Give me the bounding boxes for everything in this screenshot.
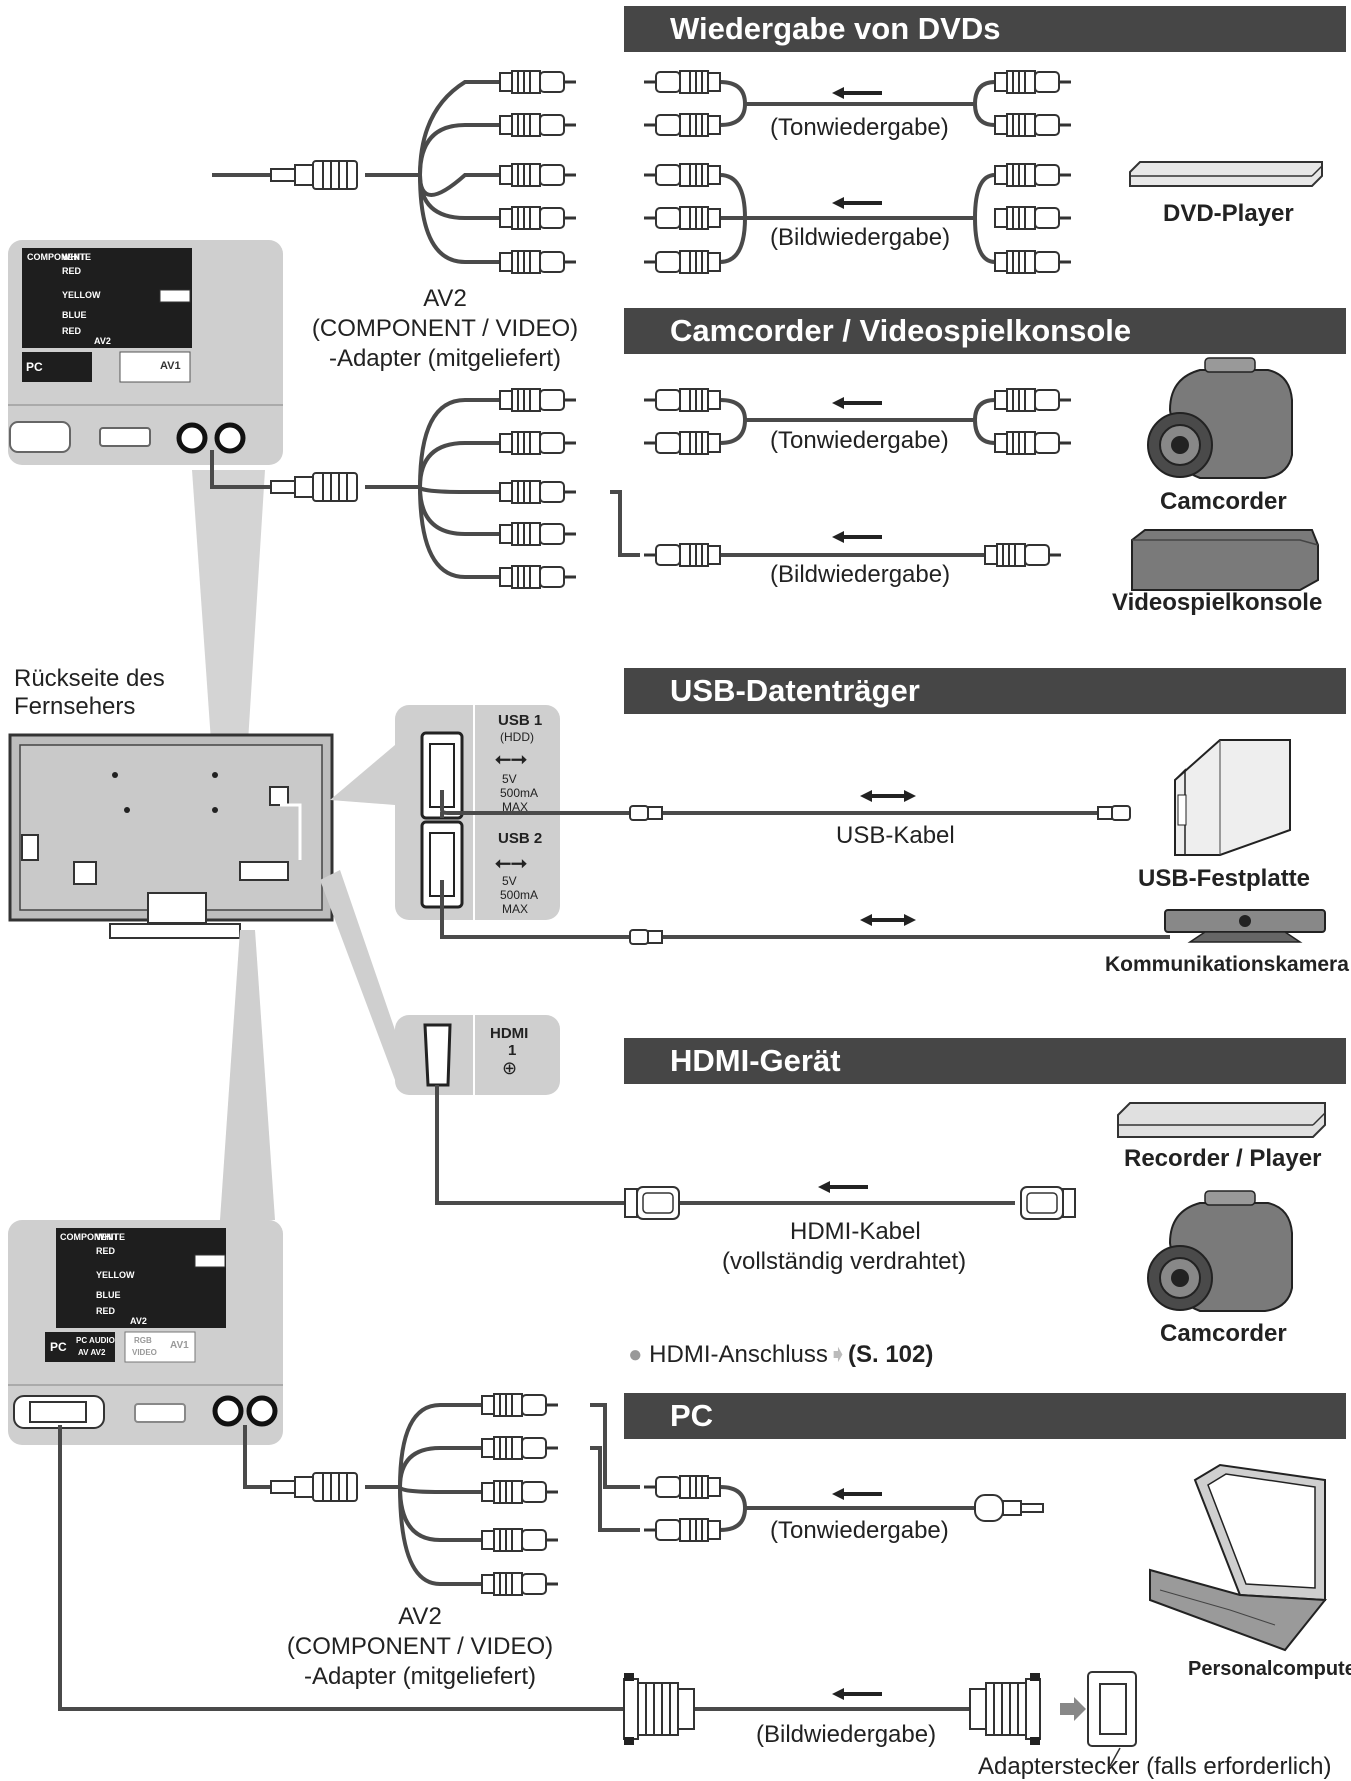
usb-symbol-icon-1: ⭠⭢	[495, 748, 527, 770]
panel-bottom-component: COMPONENT	[60, 1232, 119, 1242]
usb1-power: 5V	[502, 772, 517, 786]
panel-top-pc: PC	[26, 360, 43, 374]
device-pc: Personalcomputer	[1188, 1658, 1351, 1680]
panel-bottom-yellow: YELLOW	[96, 1270, 135, 1280]
usb1-sub-label: (HDD)	[500, 730, 534, 744]
av2-line1: AV2	[423, 285, 467, 312]
label-adapter-plug: Adapterstecker (falls erforderlich)	[978, 1753, 1332, 1780]
av2-line2: (COMPONENT / VIDEO)	[311, 315, 579, 342]
panel-bottom-av2: AV2	[130, 1316, 147, 1326]
av2-adapter-label-bottom: AV2 (COMPONENT / VIDEO) -Adapter (mitgel…	[275, 1602, 565, 1692]
camcorder-2-image	[1147, 1190, 1293, 1312]
device-game-console: Videospielkonsole	[1112, 589, 1323, 616]
usb-symbol-icon-2: ⭠⭢	[495, 852, 527, 874]
label-video-pc: (Bildwiedergabe)	[756, 1721, 937, 1748]
device-usb-hdd: USB-Festplatte	[1138, 865, 1311, 892]
av2-line1-b: AV2	[398, 1603, 442, 1630]
hdmi-ref-text: HDMI-Anschluss	[649, 1341, 828, 1368]
label-usb-cable: USB-Kabel	[836, 822, 955, 849]
hdmi-port-number: 1	[508, 1042, 517, 1059]
hdmi-ref-page: (S. 102)	[847, 1341, 934, 1368]
section-pc-title: PC	[624, 1393, 1346, 1439]
panel-bottom-blue: BLUE	[96, 1290, 121, 1300]
section-hdmi-title: HDMI-Gerät	[624, 1038, 1346, 1084]
usb1-label: USB 1	[498, 712, 543, 729]
usb2-current: 500mA	[500, 888, 539, 902]
label-video-dvd: (Bildwiedergabe)	[770, 224, 951, 251]
panel-top-yellow: YELLOW	[62, 290, 101, 300]
vga-adapter-plug	[1060, 1671, 1137, 1767]
device-camcorder-2: Camcorder	[1160, 1320, 1287, 1347]
hdmi-reference[interactable]: ● HDMI-Anschluss➧(S. 102)	[628, 1340, 933, 1369]
usb-hdd-image	[1174, 739, 1291, 856]
camcorder-image	[1147, 357, 1293, 479]
label-hdmi-cable-1: HDMI-Kabel	[790, 1218, 921, 1245]
section-dvd-title: Wiedergabe von DVDs	[624, 6, 1346, 52]
communication-camera-image	[1164, 909, 1326, 943]
hdmi-port-panel	[395, 1015, 560, 1095]
panel-top-red: RED	[62, 266, 82, 276]
panel-bottom-red2: RED	[96, 1306, 116, 1316]
panel-bottom-red: RED	[96, 1246, 116, 1256]
bullet-icon: ●	[628, 1341, 643, 1368]
label-hdmi-cable-2: (vollständig verdrahtet)	[722, 1248, 967, 1275]
tv-back-label: Rückseite des Fernsehers	[14, 665, 165, 721]
panel-bottom-white: WHITE	[96, 1232, 125, 1242]
dvd-player-image	[1129, 161, 1323, 187]
recorder-image	[1117, 1102, 1326, 1138]
panel-bottom-pc: PC	[50, 1340, 67, 1354]
panel-bottom-av-av2: AV AV2	[78, 1348, 106, 1357]
device-camcorder: Camcorder	[1160, 488, 1287, 515]
tv-rear-illustration	[8, 470, 334, 939]
usb2-label: USB 2	[498, 830, 543, 847]
usb1-max: MAX	[502, 800, 529, 814]
usb2-power: 5V	[502, 874, 517, 888]
usb1-current: 500mA	[500, 786, 539, 800]
section-usb-title: USB-Datenträger	[624, 668, 1346, 714]
panel-top-blue: BLUE	[62, 310, 87, 320]
panel-bottom-rgb: RGB	[134, 1336, 152, 1345]
hdmi-input-icon: ⊕	[502, 1058, 518, 1078]
usb2-max: MAX	[502, 902, 529, 916]
section-camcorder-title: Camcorder / Videospielkonsole	[624, 308, 1346, 354]
av2-line3-b: -Adapter (mitgeliefert)	[303, 1663, 537, 1690]
panel-top-av2: AV2	[94, 336, 111, 346]
hdmi-port-label: HDMI	[490, 1025, 529, 1042]
av2-adapter-label-top: AV2 (COMPONENT / VIDEO) -Adapter (mitgel…	[300, 284, 590, 374]
device-recorder: Recorder / Player	[1124, 1145, 1322, 1172]
av2-line3: -Adapter (mitgeliefert)	[328, 345, 562, 372]
cable-lines	[58, 80, 1170, 1711]
device-dvd-player: DVD-Player	[1163, 200, 1294, 227]
panel-top-red2: RED	[62, 326, 82, 336]
av2-line2-b: (COMPONENT / VIDEO)	[286, 1633, 554, 1660]
panel-top-av1: AV1	[160, 360, 181, 372]
panel-bottom-video: VIDEO	[132, 1348, 157, 1357]
game-console-image	[1131, 529, 1319, 591]
device-comm-camera: Kommunikationskamera	[1105, 953, 1349, 976]
tv-back-line1: Rückseite des	[14, 665, 165, 692]
panel-top-white: WHITE	[62, 252, 91, 262]
panel-top-component: COMPONENT	[27, 252, 86, 262]
av-terminal-panel-top	[8, 240, 283, 465]
av-terminal-panel-bottom	[8, 1220, 283, 1445]
laptop-image	[1149, 1463, 1327, 1652]
panel-bottom-pc-audio: PC AUDIO	[76, 1336, 115, 1345]
tv-back-line2: Fernsehers	[14, 693, 136, 720]
panel-bottom-av1: AV1	[170, 1340, 189, 1351]
label-video-cam: (Bildwiedergabe)	[770, 561, 951, 588]
label-audio-pc: (Tonwiedergabe)	[770, 1517, 949, 1544]
label-audio-cam: (Tonwiedergabe)	[770, 427, 949, 454]
label-audio-dvd: (Tonwiedergabe)	[770, 114, 949, 141]
arrow-right-icon: ➧	[827, 1341, 848, 1368]
